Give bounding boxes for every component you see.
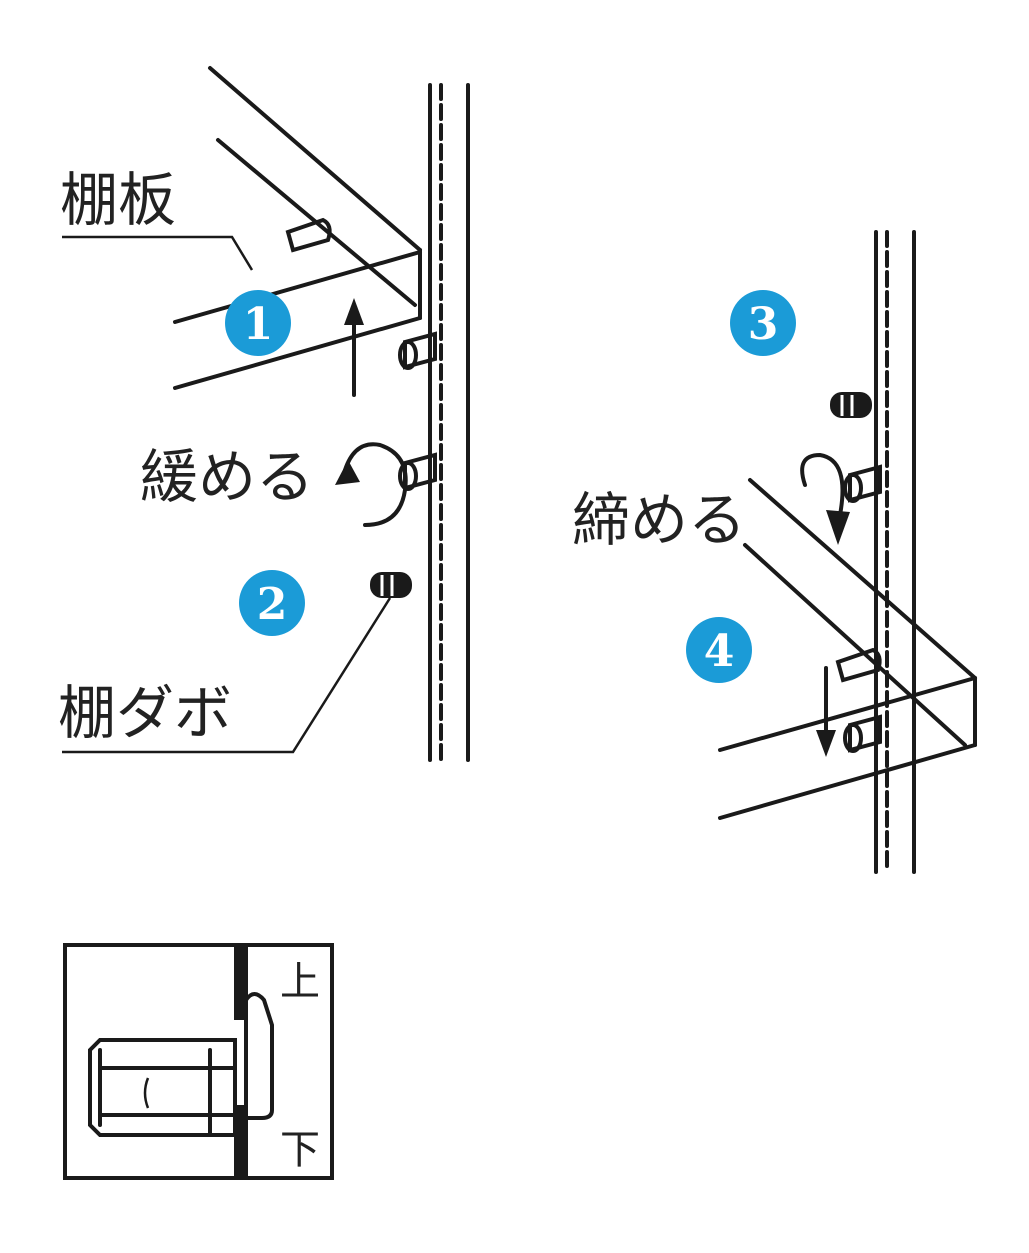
rotate-tighten-icon — [800, 452, 850, 545]
label-up: 上 — [280, 959, 320, 1005]
inset-detail: 上 下 — [63, 943, 334, 1180]
left-rail — [428, 83, 470, 762]
step-3: 3 — [730, 290, 796, 356]
label-loosen: 緩める — [140, 443, 314, 511]
down-arrow-icon — [816, 666, 836, 757]
label-shelf-board: 棚板 — [60, 166, 176, 234]
leader-line-shelf — [62, 235, 254, 271]
svg-text:1: 1 — [243, 299, 274, 350]
step-4: 4 — [686, 617, 752, 683]
svg-text:2: 2 — [257, 579, 288, 630]
leader-line-dowel — [62, 597, 392, 754]
svg-text:4: 4 — [704, 626, 735, 677]
label-tighten: 締める — [572, 486, 746, 554]
right-shelf — [718, 478, 977, 820]
left-shelf — [173, 66, 422, 390]
rotate-loosen-icon — [335, 442, 408, 527]
step-1: 1 — [225, 290, 291, 356]
step-2: 2 — [239, 570, 305, 636]
label-shelf-dowel: 棚ダボ — [58, 679, 232, 747]
label-down: 下 — [280, 1127, 320, 1173]
up-arrow-icon — [344, 298, 364, 397]
svg-text:3: 3 — [748, 299, 779, 350]
right-rail — [874, 230, 916, 874]
dowel-icon — [830, 392, 882, 753]
